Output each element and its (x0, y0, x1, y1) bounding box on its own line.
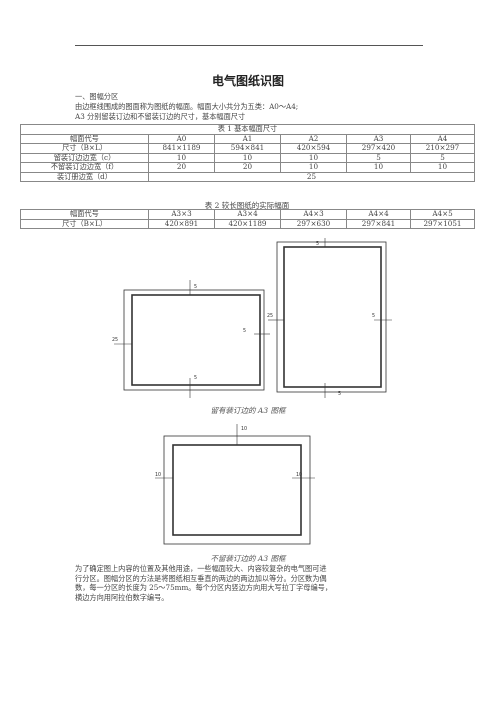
table-cell: 420×1189 (214, 218, 281, 229)
table-cell: 297×1051 (410, 218, 475, 229)
table-cell: 5 (346, 152, 411, 163)
table1-header-cell: A1 (214, 133, 281, 144)
table2-header-cell: A4×3 (280, 209, 347, 220)
figure-a3-no-binding: 10 10 10 (155, 424, 315, 545)
table-cell: 20 (214, 162, 281, 173)
table1-header-cell: 幅面代号 (20, 133, 149, 144)
table2-header-cell: A3×4 (214, 209, 281, 220)
table-cell: 10 (346, 162, 411, 173)
table2-header-cell: A3×3 (148, 209, 215, 220)
table-row: 尺寸（B×L） 841×1189 594×841 420×594 297×420… (20, 143, 475, 154)
portrait-left-margin-label: 25 (267, 313, 273, 319)
landscape-bottom-margin-label: 5 (194, 375, 197, 381)
table1-header-cell: A2 (280, 133, 347, 144)
portrait-top-margin-label: 5 (316, 241, 319, 247)
landscape-right-margin-label: 5 (243, 328, 246, 334)
table-cell: 841×1189 (148, 143, 215, 154)
table-row: 不留装订边边宽（f） 20 20 10 10 10 (20, 162, 475, 173)
landscape-top-margin-label: 5 (194, 284, 197, 290)
table-cell: 尺寸（B×L） (20, 143, 149, 154)
table-cell: 留装订边边宽（c） (20, 152, 149, 163)
figure1-caption: 留有装订边的 A3 图框 (210, 406, 286, 415)
table2-header-row: 幅面代号 A3×3 A3×4 A4×3 A4×4 A4×5 (20, 209, 475, 220)
top-margin-label: 10 (241, 426, 247, 432)
table-cell: 10 (214, 152, 281, 163)
table-cell: 20 (148, 162, 215, 173)
table-cell: 10 (148, 152, 215, 163)
table-long-sizes: 幅面代号 A3×3 A3×4 A4×3 A4×4 A4×5 尺寸（B×L） 42… (20, 209, 475, 229)
portrait-right-margin-label: 5 (372, 313, 375, 319)
table-basic-sizes: 表 1 基本幅面尺寸 幅面代号 A0 A1 A2 A3 A4 尺寸（B×L） 8… (20, 124, 475, 182)
table-row: 尺寸（B×L） 420×891 420×1189 297×630 297×841… (20, 218, 475, 229)
outer-frame (163, 435, 311, 545)
table-cell: 装订册边宽（d） (20, 171, 149, 182)
paragraph-line: 数，每一分区的长度为 25～75mm。每个分区内竖边方向用大写拉丁字母编号， (75, 583, 333, 592)
table2-header-cell: A4×4 (346, 209, 411, 220)
closing-paragraph: 为了确定图上内容的位置及其他用途，一些幅面较大、内容较复杂的电气图可进 行分区。… (75, 564, 423, 602)
portrait-inner-frame (283, 246, 382, 388)
table1-header-cell: A4 (410, 133, 475, 144)
table-cell: 不留装订边边宽（f） (20, 162, 149, 173)
header-rule (75, 45, 423, 46)
table-cell: 尺寸（B×L） (20, 218, 149, 229)
table-cell: 5 (410, 152, 475, 163)
landscape-left-margin-label: 25 (112, 337, 118, 343)
landscape-outer-frame (123, 289, 265, 391)
intro-line-1: 由边框线围成的图面称为图纸的幅面。幅面大小共分为五类：A0～A4; (75, 102, 299, 111)
table1-caption-row: 表 1 基本幅面尺寸 (20, 124, 475, 135)
table-cell: 210×297 (410, 143, 475, 154)
table-cell: 10 (280, 162, 347, 173)
table1-caption: 表 1 基本幅面尺寸 (20, 124, 475, 135)
landscape-inner-frame (131, 294, 261, 386)
table-cell: 297×630 (280, 218, 347, 229)
table-cell-merged: 25 (148, 171, 475, 182)
inner-frame (172, 444, 302, 536)
left-margin-label: 10 (155, 472, 161, 478)
paragraph-line: 行分区。图幅分区的方法是将图纸相互垂直的两边的两边加以等分。分区数为偶 (75, 573, 327, 583)
table2-caption: 表 2 较长图纸的实际幅面 (204, 201, 290, 210)
paragraph-line: 横边方向用阿拉伯数字编号。 (75, 592, 169, 602)
table-row: 留装订边边宽（c） 10 10 10 5 5 (20, 152, 475, 163)
table2-header-cell: 幅面代号 (20, 209, 149, 220)
figure-a3-binding: 5 25 5 5 5 25 5 5 (112, 238, 392, 398)
section-heading: 一、图幅分区 (75, 92, 119, 101)
right-margin-label: 10 (296, 472, 302, 478)
table2-header-cell: A4×5 (410, 209, 475, 220)
table1-header-cell: A0 (148, 133, 215, 144)
table-cell: 297×841 (346, 218, 411, 229)
table-cell: 10 (280, 152, 347, 163)
table-cell: 10 (410, 162, 475, 173)
table-cell: 420×891 (148, 218, 215, 229)
figure2-caption: 不留装订边的 A3 图框 (210, 554, 286, 563)
table-row: 装订册边宽（d） 25 (20, 171, 475, 182)
portrait-bottom-margin-label: 5 (338, 391, 341, 397)
portrait-outer-frame (276, 241, 387, 393)
table1-header-cell: A3 (346, 133, 411, 144)
document-title: 电气图纸识图 (211, 74, 284, 88)
intro-line-2: A3 分别留装订边和不留装订边的尺寸，基本幅面尺寸 (75, 112, 246, 121)
table-cell: 594×841 (214, 143, 281, 154)
table-cell: 420×594 (280, 143, 347, 154)
table1-header-row: 幅面代号 A0 A1 A2 A3 A4 (20, 133, 475, 144)
paragraph-line: 为了确定图上内容的位置及其他用途，一些幅面较大、内容较复杂的电气图可进 (75, 564, 327, 573)
table-cell: 297×420 (346, 143, 411, 154)
